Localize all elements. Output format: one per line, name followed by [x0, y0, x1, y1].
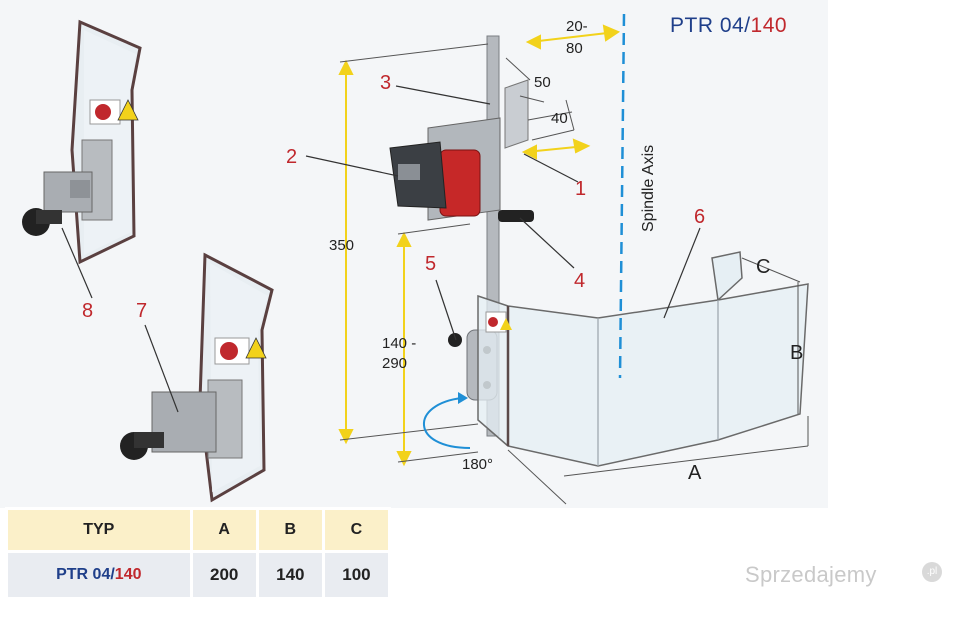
leader-4 [519, 217, 575, 269]
dim-40: 40 [551, 110, 568, 127]
leader-8 [61, 227, 93, 299]
header-b: B [258, 510, 322, 550]
transparent-shield [477, 283, 809, 467]
dim-180: 180° [462, 456, 494, 473]
cell-typ: PTR 04/140 [8, 553, 190, 597]
callout-4: 4 [574, 270, 586, 292]
callout-7: 7 [136, 300, 148, 322]
table-row: PTR 04/140 200 140 100 [8, 553, 388, 597]
leader-1 [523, 153, 579, 183]
cell-a: 200 [192, 553, 256, 597]
callout-1: 1 [575, 178, 587, 200]
leader-3 [395, 85, 491, 105]
top-bracket [504, 79, 529, 149]
header-c: C [324, 510, 388, 550]
spec-table: TYP A B C PTR 04/140 200 140 100 [5, 507, 391, 600]
callout-2: 2 [286, 146, 298, 168]
page-title: PTR 04/140 [670, 14, 787, 38]
watermark-badge: .pl [922, 562, 942, 582]
leader-7 [144, 324, 179, 413]
rotation-arrow [423, 397, 471, 449]
leader-6 [663, 227, 701, 319]
watermark-text: Sprzedajemy [745, 562, 877, 587]
header-typ: TYP [8, 510, 190, 550]
cell-typ-size: 140 [114, 566, 142, 583]
callout-8: 8 [82, 300, 94, 322]
callout-3: 3 [380, 72, 392, 94]
dim-20-80-top: 20- [566, 18, 588, 35]
dim-B: B [790, 342, 804, 364]
dim-140-290-bottom: 290 [382, 355, 408, 372]
dim-20-80-bottom: 80 [566, 40, 583, 57]
spindle-axis-label: Spindle Axis [640, 144, 657, 232]
mount-assembly-8 [22, 19, 142, 265]
dim-50: 50 [534, 74, 551, 91]
cell-c: 100 [324, 553, 388, 597]
cell-b: 140 [258, 553, 322, 597]
spindle-axis-line [618, 13, 626, 379]
header-a: A [192, 510, 256, 550]
callout-6: 6 [694, 206, 706, 228]
leader-5 [435, 279, 457, 341]
title-model: PTR 04/ [670, 14, 751, 37]
title-size: 140 [750, 14, 788, 37]
leader-2 [305, 155, 399, 177]
dim-C: C [756, 256, 771, 278]
callout-5: 5 [425, 253, 437, 275]
mount-assembly-7 [120, 252, 274, 503]
cell-typ-model: PTR 04/ [56, 566, 115, 583]
table-header-row: TYP A B C [8, 510, 388, 550]
dim-350: 350 [329, 237, 355, 254]
dim-140-290-top: 140 - [382, 335, 417, 352]
dim-A: A [688, 462, 702, 484]
